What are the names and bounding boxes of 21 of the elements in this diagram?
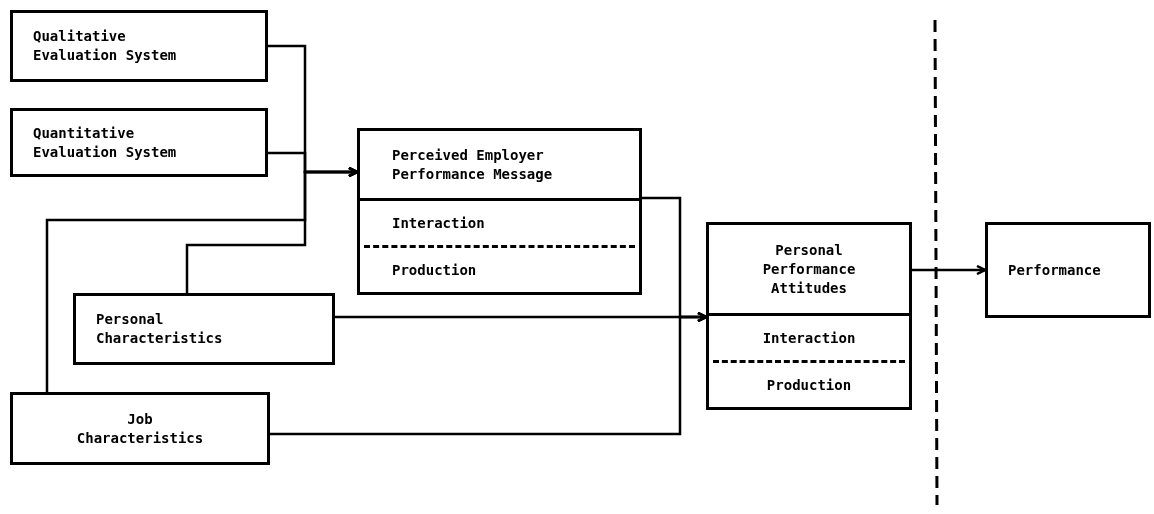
- box-label: Production: [766, 375, 852, 395]
- box-label: Perceived Employer Performance Message: [392, 145, 554, 184]
- arrow: [912, 264, 987, 276]
- process-box: [706, 222, 912, 410]
- process-box: [10, 392, 270, 465]
- box-label: Job Characteristics: [75, 409, 205, 448]
- box-label: Interaction: [762, 328, 856, 348]
- box-label: Qualitative Evaluation System: [33, 27, 178, 65]
- process-box: [73, 293, 335, 365]
- box-label: Interaction: [392, 213, 485, 233]
- box-label: Personal Characteristics: [96, 310, 224, 348]
- process-box: [10, 108, 268, 177]
- box-label: Quantitative Evaluation System: [33, 123, 178, 162]
- box-label: Performance: [1008, 260, 1102, 280]
- arrow: [270, 311, 708, 436]
- process-box: [10, 10, 268, 82]
- arrow: [185, 166, 359, 293]
- process-box: [985, 222, 1151, 318]
- box-label: Personal Performance Attitudes: [761, 240, 857, 298]
- box-label: Production: [392, 260, 477, 280]
- process-box: [357, 128, 642, 295]
